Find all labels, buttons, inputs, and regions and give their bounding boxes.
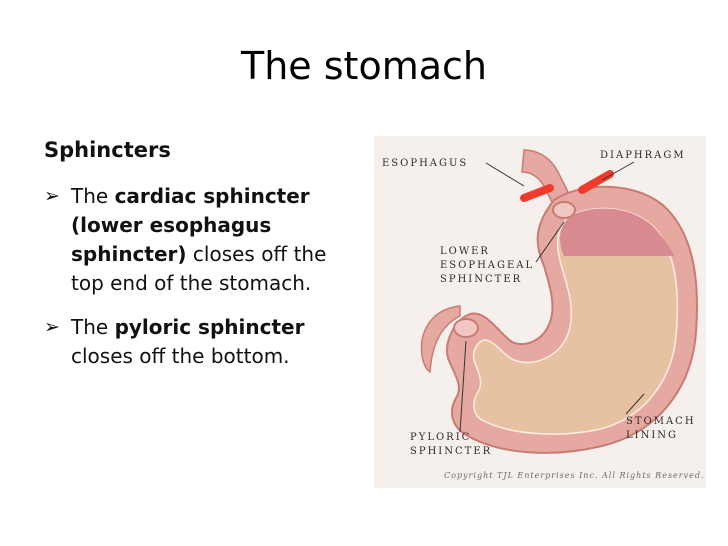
slide-title: The stomach (241, 44, 487, 88)
duodenum (420, 305, 461, 374)
bullet-arrow-icon: ➢ (44, 316, 60, 338)
esophagus-leader-line (485, 162, 525, 187)
diaphragm-mark-right (578, 170, 614, 194)
bullet-text-pre: The (71, 184, 115, 208)
label-pyloric-line2: SPHINCTER (410, 446, 492, 457)
bullet-text-post: closes off the top end of the stomach. (71, 242, 327, 295)
bullet-arrow-icon: ➢ (44, 185, 60, 207)
diaphragm-mark-left (520, 184, 554, 202)
bullet-term-cardiac: cardiac sphincter (lower esophagus sphin… (71, 184, 310, 266)
label-les-line1: LOWER (440, 246, 490, 257)
bullet-list: ➢ The cardiac sphincter (lower esophagus … (44, 182, 364, 386)
lining-leader-line (625, 393, 645, 415)
section-heading: Sphincters (44, 138, 171, 162)
label-diaphragm: DIAPHRAGM (600, 150, 686, 161)
pyloric-sphincter (453, 318, 479, 338)
pyloric-leader-line (459, 340, 467, 433)
lower-esophageal-sphincter (552, 201, 576, 219)
copyright-text: Copyright TJL Enterprises Inc. All Right… (444, 471, 705, 480)
bullet-item-cardiac: ➢ The cardiac sphincter (lower esophagus … (44, 182, 364, 298)
label-lining-line1: STOMACH (626, 416, 696, 427)
label-esophagus: ESOPHAGUS (382, 158, 468, 169)
label-les-line2: ESOPHAGEAL (440, 260, 534, 271)
bullet-term-pyloric: pyloric sphincter (114, 315, 305, 339)
label-lining-line2: LINING (626, 430, 678, 441)
bullet-text-pre: The (71, 315, 115, 339)
stomach-upper-chamber (560, 208, 674, 256)
label-les-line3: SPHINCTER (440, 274, 522, 285)
stomach-diagram: ESOPHAGUS DIAPHRAGM LOWER ESOPHAGEAL SPH… (374, 136, 706, 488)
bullet-text-post: closes off the bottom. (71, 344, 290, 368)
bullet-item-pyloric: ➢ The pyloric sphincter closes off the bo… (44, 313, 364, 371)
sphincter-leader-line (535, 221, 565, 263)
label-pyloric-line1: PYLORIC (410, 432, 471, 443)
stomach-interior (472, 207, 679, 435)
diaphragm-leader-line (601, 161, 635, 181)
